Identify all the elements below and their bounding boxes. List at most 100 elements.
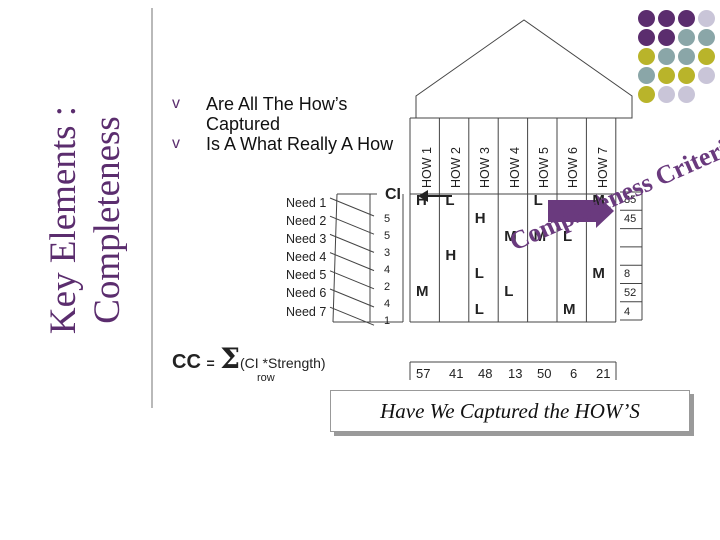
matrix-cell: M	[592, 264, 605, 282]
decorative-dot	[638, 48, 655, 65]
arrow-block	[548, 200, 596, 222]
decorative-dot	[658, 29, 675, 46]
matrix-cell: L	[533, 192, 543, 209]
title-divider	[151, 8, 153, 408]
decorative-dot	[658, 86, 675, 103]
matrix-cell: M	[416, 283, 429, 300]
need-connector	[329, 288, 375, 308]
decorative-dot	[638, 86, 655, 103]
ci-value: 5	[384, 213, 391, 225]
column-total: 57	[416, 366, 431, 381]
need-label: Need 7	[286, 305, 327, 319]
decorative-dot	[698, 10, 715, 27]
bullet-item: v Are All The How’s Captured	[172, 94, 402, 134]
how-header: HOW 6	[566, 147, 580, 188]
ci-header: CI	[385, 186, 401, 203]
ci-value: 5	[384, 230, 391, 242]
sigma-symbol: Σ	[220, 342, 240, 375]
decorative-dot	[698, 48, 715, 65]
banner: Have We Captured the HOW’S	[330, 390, 690, 432]
decorative-dot	[638, 67, 655, 84]
matrix-cell: M	[563, 301, 576, 319]
bullet-item: v Is A What Really A How	[172, 134, 402, 154]
decorative-dot	[678, 29, 695, 46]
need-label: Need 5	[286, 268, 327, 282]
formula-lhs: CC	[172, 351, 201, 373]
ci-value: 2	[384, 281, 391, 293]
formula: CC = Σ(CI *Strength)	[172, 342, 326, 375]
row-total: 45	[624, 213, 637, 225]
need-connector	[329, 233, 375, 253]
roof-outline	[415, 19, 633, 119]
arrow-right-head-icon	[596, 194, 614, 228]
matrix-cell: M	[592, 192, 605, 209]
matrix-cell: L	[445, 192, 455, 209]
decorative-dot	[698, 67, 715, 84]
decorative-dot	[638, 10, 655, 27]
arrow-graphic	[418, 190, 614, 228]
how-header: HOW 4	[508, 147, 522, 188]
row-total: 4	[624, 306, 631, 318]
column-total: 48	[478, 366, 493, 381]
column-total: 6	[570, 366, 578, 381]
decorative-dot	[678, 48, 695, 65]
ci-value: 4	[384, 298, 391, 310]
decorative-dot	[638, 29, 655, 46]
matrix-cell: M	[533, 228, 547, 246]
need-connector	[329, 197, 375, 217]
how-header: HOW 3	[478, 147, 492, 188]
grid-line	[332, 193, 338, 323]
ci-value: 4	[384, 264, 391, 276]
roof	[415, 19, 633, 119]
decorative-dot	[658, 48, 675, 65]
how-header: HOW 2	[449, 147, 463, 188]
matrix-cell: H	[445, 246, 457, 264]
matrix-cell: H	[416, 192, 427, 209]
need-label: Need 1	[286, 196, 327, 210]
need-connector	[329, 306, 375, 326]
decorative-dot	[678, 67, 695, 84]
bullet-list: v Are All The How’s Captured v Is A What…	[172, 94, 402, 154]
decorative-dot	[658, 67, 675, 84]
formula-eq: =	[206, 355, 215, 371]
need-connector	[329, 270, 375, 290]
how-header: HOW 1	[420, 147, 434, 188]
matrix-cell: L	[474, 264, 484, 282]
matrix-cell: M	[504, 228, 517, 246]
decorative-dot	[678, 86, 695, 103]
matrix-cell: L	[563, 228, 573, 246]
hoq-grid	[329, 117, 643, 380]
column-total: 50	[537, 366, 552, 381]
column-total: 41	[449, 366, 464, 381]
ci-value: 1	[384, 315, 391, 327]
arrow-left-head	[418, 190, 428, 202]
formula-inner: (CI *Strength)	[240, 355, 326, 371]
need-label: Need 6	[286, 286, 327, 300]
need-label: Need 4	[286, 250, 327, 264]
bullet-diamond-icon: v	[172, 95, 180, 112]
row-total: 52	[624, 287, 637, 299]
decorative-dot	[698, 29, 715, 46]
bullet-diamond-icon: v	[172, 135, 180, 152]
need-label: Need 3	[286, 232, 327, 246]
ci-value: 3	[384, 247, 391, 259]
how-header: HOW 5	[537, 147, 551, 188]
decorative-dot	[678, 10, 695, 27]
how-header: HOW 7	[596, 147, 610, 188]
need-connector	[329, 215, 375, 235]
need-connector	[329, 252, 375, 272]
row-total: 8	[624, 268, 631, 280]
column-total: 21	[596, 366, 611, 381]
bullet-text: Is A What Really A How	[206, 134, 394, 154]
need-label: Need 2	[286, 214, 327, 228]
bullet-text: Are All The How’s Captured	[206, 94, 348, 134]
matrix-cell: H	[474, 210, 486, 228]
formula-subscript: row	[257, 372, 275, 384]
decorative-dot	[658, 10, 675, 27]
column-total: 13	[508, 366, 523, 381]
matrix-cell: L	[474, 301, 484, 319]
row-total: 85	[624, 194, 637, 206]
matrix-cell: L	[504, 283, 514, 300]
